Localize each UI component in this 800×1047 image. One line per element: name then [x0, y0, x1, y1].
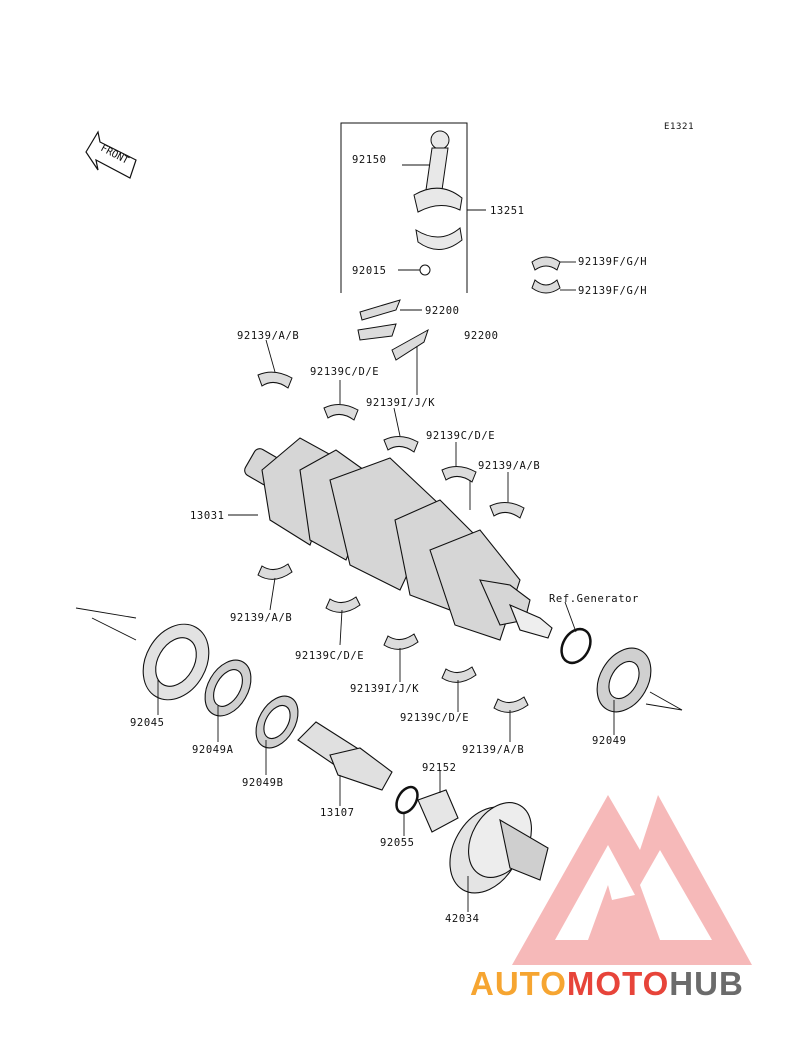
part-label-92200-1: 92200 — [425, 305, 460, 317]
part-label-92139ijk-2: 92139I/J/K — [350, 683, 420, 695]
leader-lines — [75, 164, 683, 912]
part-label-92139ab-4: 92139/A/B — [462, 744, 525, 756]
part-label-92139cde-3: 92139C/D/E — [295, 650, 365, 662]
part-label-92139ijk-1: 92139I/J/K — [366, 397, 436, 409]
shaft — [297, 721, 393, 791]
part-label-92139cde-1: 92139C/D/E — [310, 366, 380, 378]
part-label-13031: 13031 — [190, 510, 225, 522]
part-label-92139fgh-1: 92139F/G/H — [578, 256, 648, 268]
conrod-group-box — [340, 122, 486, 293]
part-label-92139ab-2: 92139/A/B — [478, 460, 541, 472]
ref-generator-label: Ref.Generator — [549, 593, 639, 605]
connecting-rod — [413, 130, 463, 276]
part-label-92049: 92049 — [592, 735, 627, 747]
part-label-42034: 42034 — [445, 913, 480, 925]
part-label-92049a: 92049A — [192, 744, 234, 756]
bearing-shells-lower — [257, 563, 529, 713]
crankshaft — [244, 437, 553, 641]
part-label-92015: 92015 — [352, 265, 387, 277]
bearing-shells — [257, 256, 561, 519]
watermark-part2: MOTO — [566, 965, 670, 1002]
part-label-92139ab-1: 92139/A/B — [237, 330, 300, 342]
part-label-92139fgh-2: 92139F/G/H — [578, 285, 648, 297]
part-label-92139cde-2: 92139C/D/E — [426, 430, 496, 442]
bearings-seals — [142, 623, 652, 833]
watermark-text: AUTOMOTOHUB — [470, 966, 744, 1002]
part-label-92139ab-3: 92139/A/B — [230, 612, 293, 624]
part-label-92139cde-4: 92139C/D/E — [400, 712, 470, 724]
figure-code: E1321 — [664, 122, 695, 132]
part-label-13107: 13107 — [320, 807, 355, 819]
part-label-92200-2: 92200 — [464, 330, 499, 342]
part-label-92152: 92152 — [422, 762, 457, 774]
part-label-13251: 13251 — [490, 205, 525, 217]
part-label-92150: 92150 — [352, 154, 387, 166]
part-label-92049b: 92049B — [242, 777, 284, 789]
pulley — [449, 802, 549, 894]
watermark-part3: HUB — [669, 965, 744, 1002]
watermark-logo — [512, 795, 752, 965]
front-arrow-icon — [85, 130, 137, 179]
watermark-part1: AUTO — [470, 965, 567, 1002]
part-label-92055: 92055 — [380, 837, 415, 849]
part-label-92045: 92045 — [130, 717, 165, 729]
